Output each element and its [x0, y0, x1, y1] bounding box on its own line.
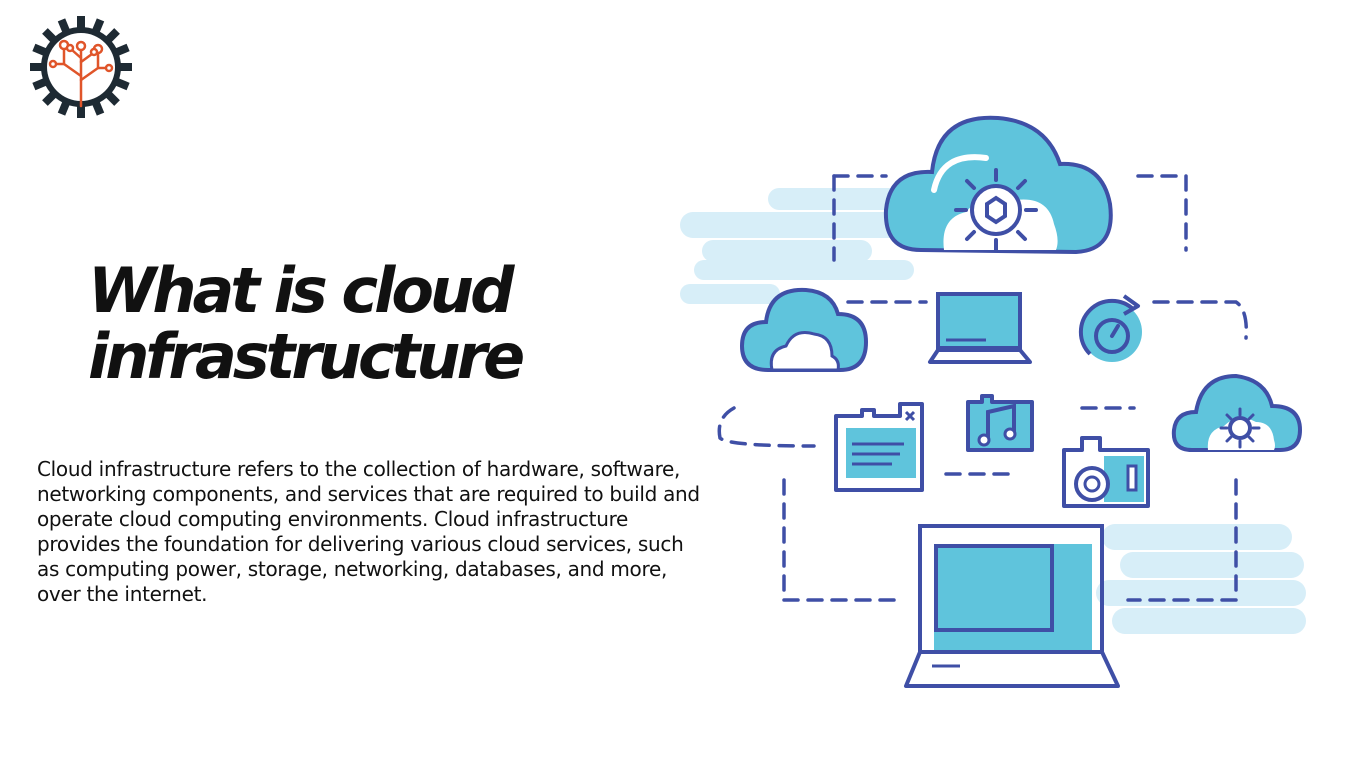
cloud-gear-icon — [883, 115, 1113, 255]
title-line-2: infrastructure — [88, 320, 525, 393]
music-note-icon — [966, 394, 1034, 452]
logo — [28, 14, 134, 120]
large-laptop-icon — [904, 524, 1120, 688]
gear-tree-logo-icon — [30, 16, 132, 118]
description-text: Cloud infrastructure refers to the colle… — [37, 457, 700, 606]
page-title: What is cloud infrastructure — [88, 254, 525, 393]
title-line-1: What is cloud — [88, 254, 514, 327]
file-icon — [834, 402, 924, 492]
cloud-infrastructure-illustration — [676, 100, 1312, 696]
laptop-icon — [928, 292, 1032, 364]
dashed-connectors — [717, 174, 1249, 602]
small-cloud-gear-icon — [1171, 373, 1303, 452]
cloud-icon — [739, 287, 869, 372]
camera-icon — [1062, 436, 1150, 508]
refresh-gauge-icon — [1078, 294, 1142, 362]
